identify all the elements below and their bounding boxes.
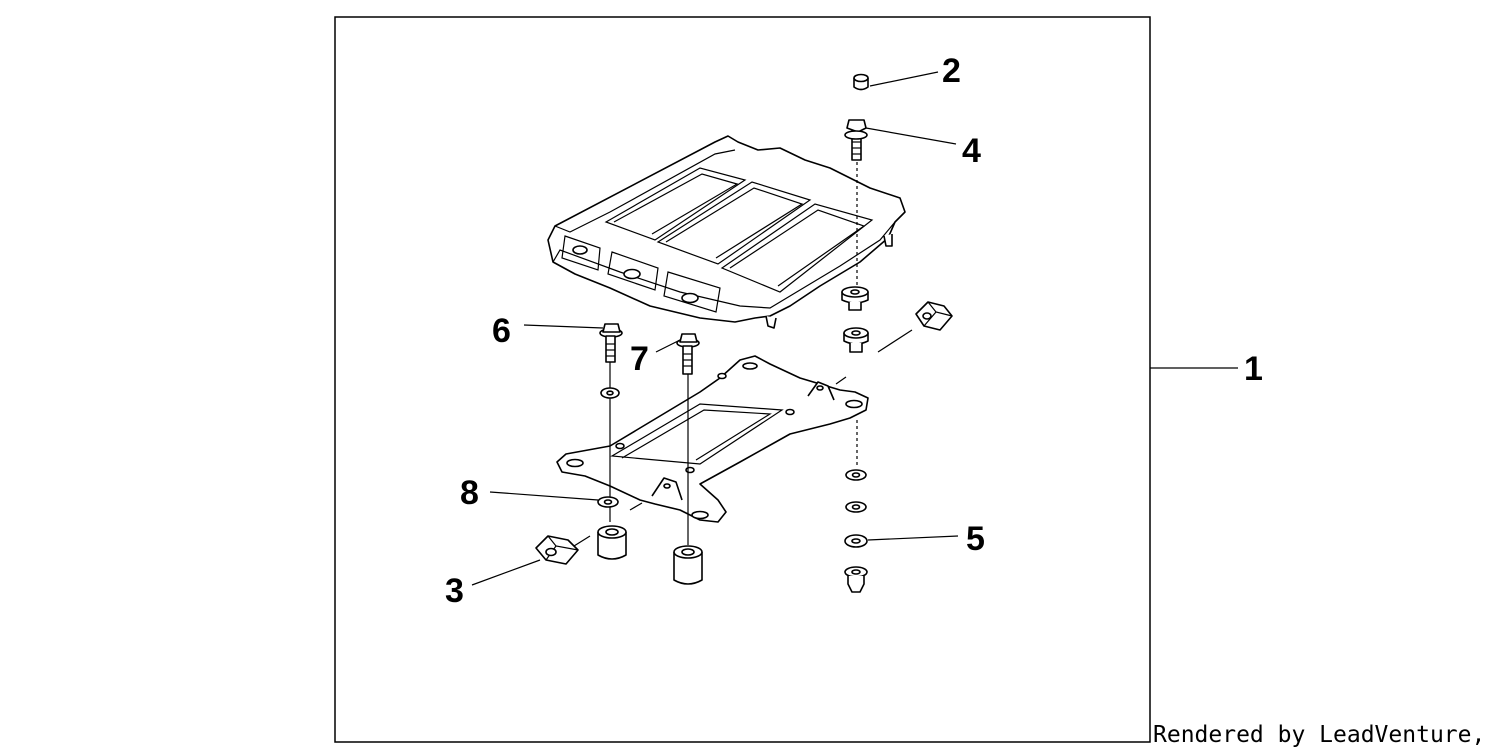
flange-nut-right (844, 566, 868, 593)
callout-7: 7 (630, 340, 649, 378)
callout-5: 5 (966, 520, 985, 558)
flange-bolt-center (676, 333, 700, 375)
callout-2: 2 (942, 52, 961, 90)
leader-line-5 (867, 535, 959, 541)
leader-line-2 (869, 71, 939, 87)
rubber-mount-lower (843, 327, 869, 353)
callout-4: 4 (962, 132, 981, 170)
washer-left-upper (600, 387, 620, 399)
rubber-cushion-right (915, 301, 953, 331)
hint-line-cushion-right (877, 329, 913, 353)
washer-item-8 (597, 496, 619, 508)
leader-line-4 (865, 127, 957, 145)
hint-line-plate-left (629, 502, 643, 511)
hint-line-plate-right (835, 376, 847, 385)
render-credit: Rendered by LeadVenture, Inc. (1153, 722, 1500, 748)
carrier-base-plate (556, 355, 869, 523)
leader-line-7 (655, 339, 681, 353)
callout-8: 8 (460, 474, 479, 512)
rubber-mount-upper (841, 286, 869, 311)
washer-stack-right (844, 469, 868, 548)
leader-line-8 (489, 491, 599, 501)
flange-bolt-top (844, 119, 868, 161)
leader-line-6 (523, 324, 604, 329)
callout-3: 3 (445, 572, 464, 610)
cap-part (853, 73, 869, 91)
spacer-collar-left (597, 525, 627, 560)
callout-6: 6 (492, 312, 511, 350)
leader-line-3 (471, 559, 541, 586)
callout-1: 1 (1244, 350, 1263, 388)
rubber-cushion-left (535, 535, 579, 565)
flange-bolt-left (599, 323, 623, 363)
hint-line-cushion-left (573, 535, 591, 547)
spacer-collar-center (673, 545, 703, 585)
rear-carrier-rack (547, 135, 906, 329)
diagram-frame (334, 16, 1151, 743)
